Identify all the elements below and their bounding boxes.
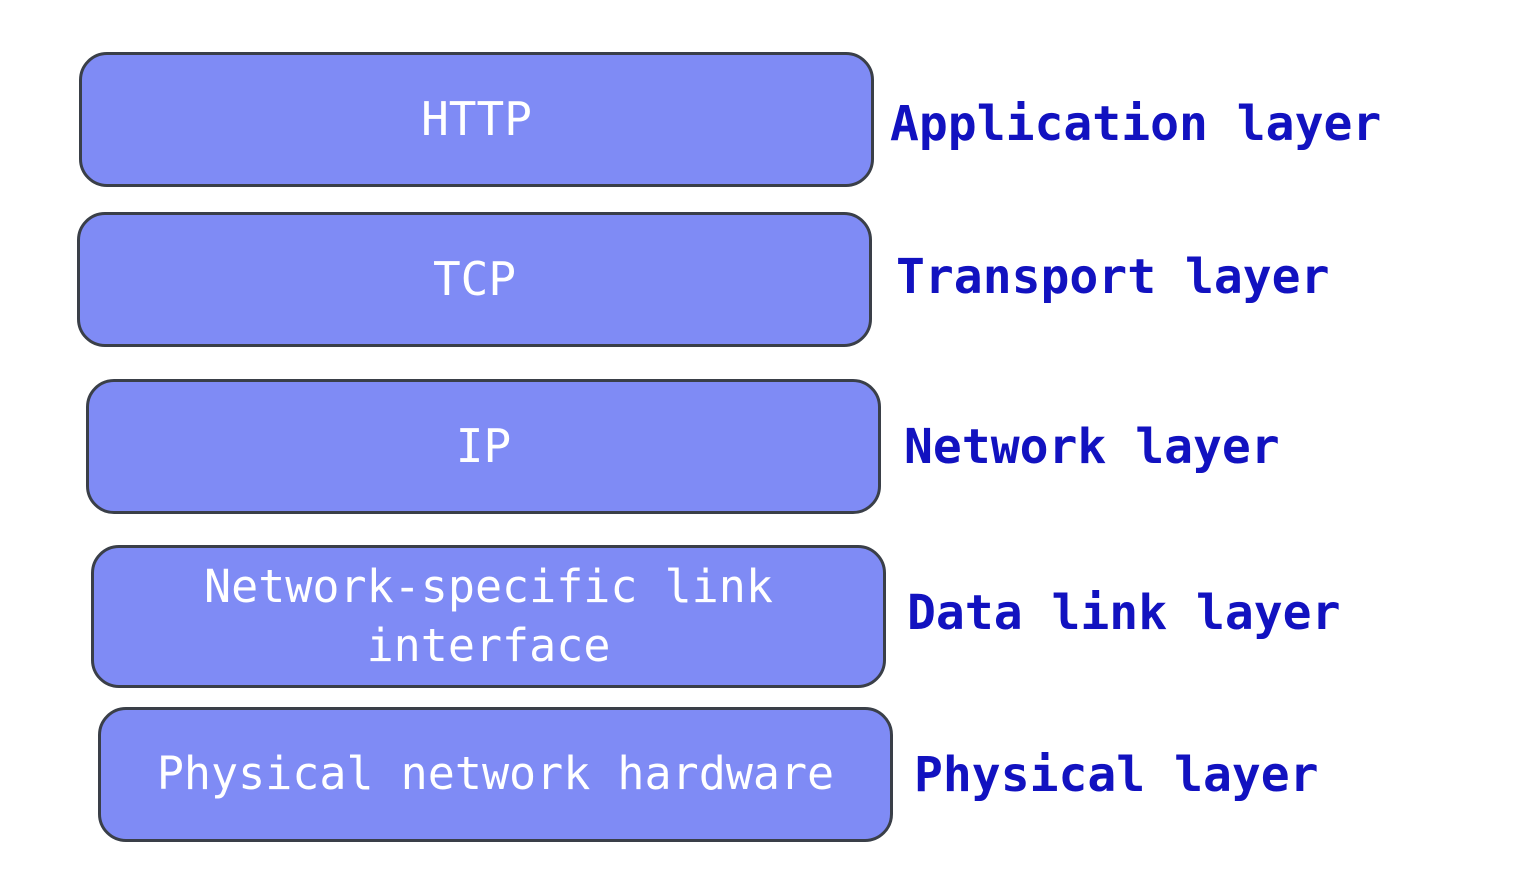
link-interface-box: Network-specific link interface [91,545,886,688]
physical-layer-label: Physical layer [914,747,1319,803]
physical-hardware-box: Physical network hardware [98,707,893,842]
transport-layer-label: Transport layer [896,249,1330,305]
http-box-text: HTTP [421,91,532,146]
http-box: HTTP [79,52,874,187]
ip-box: IP [86,379,881,514]
tcp-box-text: TCP [432,251,517,306]
physical-hardware-box-text: Physical network hardware [156,747,835,801]
ip-box-text: IP [455,418,512,473]
application-layer-label: Application layer [890,96,1382,152]
tcp-box: TCP [77,212,872,347]
network-layer-label: Network layer [904,419,1280,475]
link-interface-box-text: Network-specific link interface [204,560,773,672]
data-link-layer-label: Data link layer [907,585,1341,641]
